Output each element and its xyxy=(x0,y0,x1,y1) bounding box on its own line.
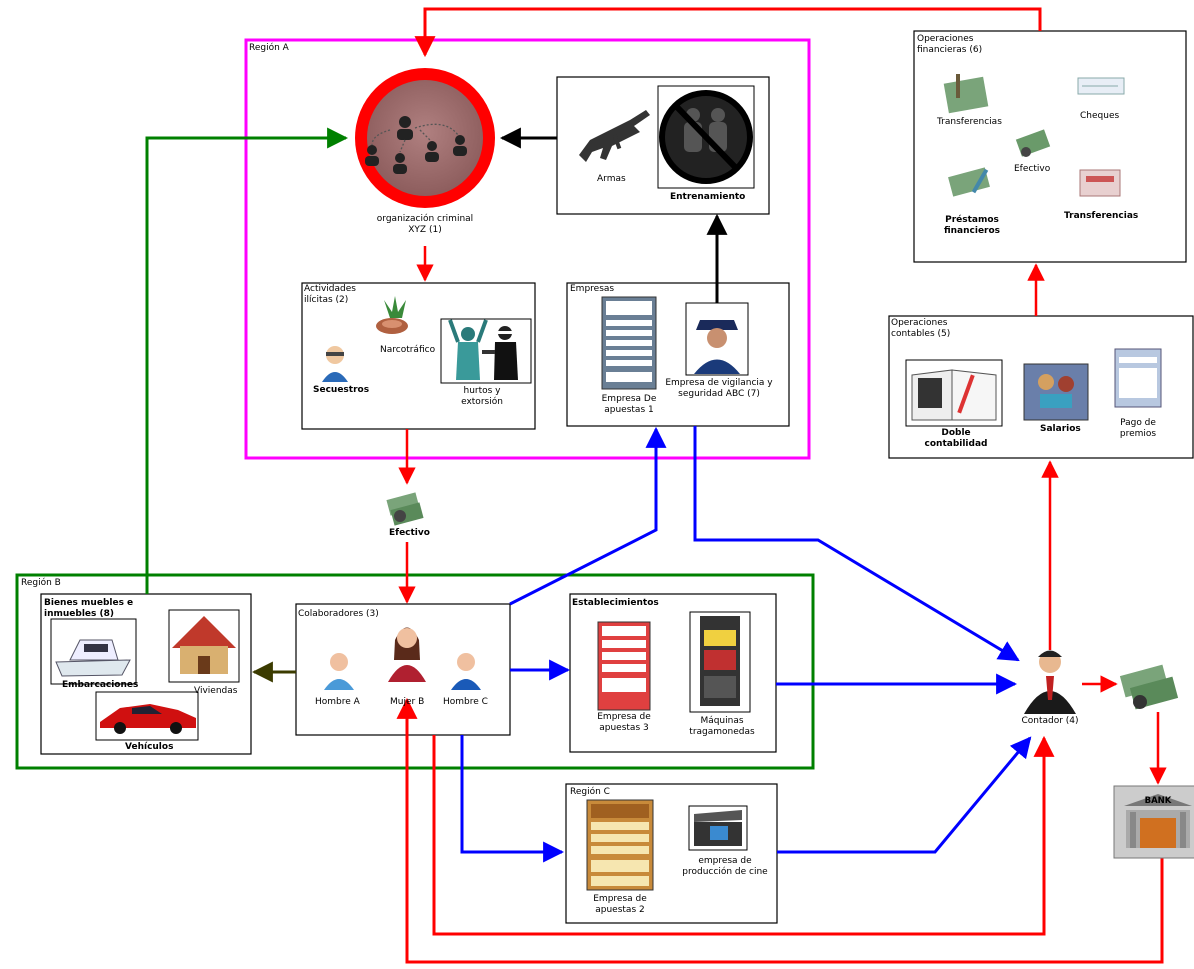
lottery-ticket-icon xyxy=(601,296,657,390)
vehiculos-label: Vehículos xyxy=(125,742,174,752)
vigilancia-label: Empresa de vigilancia y seguridad ABC (7… xyxy=(665,378,773,399)
hombre-c-label: Hombre C xyxy=(443,697,488,707)
hombre-a-label: Hombre A xyxy=(315,697,360,707)
financieras-box xyxy=(913,30,1187,263)
hurtos-label: hurtos y extorsión xyxy=(461,386,503,407)
businessman-icon xyxy=(1024,650,1076,714)
org-label: organización criminal XYZ (1) xyxy=(376,214,474,235)
contador-label: Contador (4) xyxy=(1021,716,1079,726)
apuestas2-label: Empresa de apuestas 2 xyxy=(593,894,647,915)
prestamos-label: Préstamos financieros xyxy=(943,215,1001,236)
cash-icon xyxy=(943,74,989,114)
check-icon xyxy=(1077,77,1125,95)
woman-icon xyxy=(388,627,426,682)
contables-title: Operaciones contables (5) xyxy=(891,318,951,339)
salary-icon xyxy=(1023,363,1089,421)
efectivo-label: Efectivo xyxy=(389,528,430,538)
armas-label: Armas xyxy=(597,174,626,184)
arrow-colaboradores-to-region-c xyxy=(460,735,565,863)
narcotrafico-label: Narcotráfico xyxy=(380,345,436,355)
robbery-icon xyxy=(440,318,532,384)
drug-plant-icon xyxy=(376,296,408,334)
film-clapper-icon xyxy=(688,805,748,851)
salarios-label: Salarios xyxy=(1040,424,1081,434)
establecimientos-title: Establecimientos xyxy=(572,598,659,608)
transferencias2-label: Transferencias xyxy=(1064,211,1139,221)
money-stack-icon xyxy=(386,492,424,526)
boat-icon xyxy=(50,618,137,685)
arrow-colaboradores-to-empresas xyxy=(509,426,667,606)
slot-machine-icon xyxy=(689,611,751,713)
transfer-icon xyxy=(1079,169,1121,197)
entrenamiento-label: Entrenamiento xyxy=(670,192,746,202)
actividades-title: Actividades ilícitas (2) xyxy=(304,284,356,305)
mujer-b-label: Mujer B xyxy=(390,697,425,707)
transferencias1-label: Transferencias xyxy=(937,117,1002,127)
region-c-label: Región C xyxy=(570,787,610,797)
arrow-mujer-b-to-contador xyxy=(432,735,1055,936)
lottery-ticket-icon xyxy=(586,799,654,891)
arrow-bienes-to-org xyxy=(145,127,349,594)
house-icon xyxy=(168,609,240,683)
arrow-bank-to-mujer-b xyxy=(396,697,1164,964)
cheques-label: Cheques xyxy=(1080,111,1120,121)
region-a-box xyxy=(244,38,811,460)
bienes-title: Bienes muebles e inmuebles (8) xyxy=(44,598,134,619)
secuestros-label: Secuestros xyxy=(313,385,370,395)
apuestas3-label: Empresa de apuestas 3 xyxy=(597,712,651,733)
bank-sign: BANK xyxy=(1144,796,1172,806)
region-b-label: Región B xyxy=(21,578,61,588)
efectivo-fin-label: Efectivo xyxy=(1014,164,1051,174)
arrow-region-c-to-contador xyxy=(777,736,1032,854)
pago-label: Pago de premios xyxy=(1119,418,1157,439)
financieras-title: Operaciones financieras (6) xyxy=(917,34,983,55)
region-a-label: Región A xyxy=(249,43,289,53)
arrow-financieras-to-org xyxy=(414,7,1042,58)
organization-icon xyxy=(355,68,495,208)
money-stack-icon xyxy=(1119,664,1179,710)
region-b-box xyxy=(15,573,815,770)
arrow-empresas-to-contador xyxy=(693,426,1020,662)
security-guard-icon xyxy=(685,302,749,376)
sports-car-icon xyxy=(95,691,199,741)
maquinas-label: Máquinas tragamonedas xyxy=(689,716,755,737)
empresas-title: Empresas xyxy=(570,284,615,294)
bank-icon xyxy=(1113,785,1194,859)
apuestas1-label: Empresa De apuestas 1 xyxy=(601,394,657,415)
calendar-doc-icon xyxy=(1114,348,1162,408)
man-icon xyxy=(324,653,354,690)
embarcaciones-label: Embarcaciones xyxy=(62,680,139,690)
man-icon xyxy=(451,653,481,690)
colaboradores-title: Colaboradores (3) xyxy=(298,609,379,619)
no-training-icon xyxy=(657,85,755,189)
loan-icon xyxy=(948,167,990,197)
cash-icon xyxy=(1015,129,1051,157)
kidnap-icon xyxy=(322,346,348,382)
rifle-icon xyxy=(579,110,650,162)
doble-label: Doble contabilidad xyxy=(924,428,988,449)
lottery-ticket-icon xyxy=(597,621,651,711)
cine-label: empresa de producción de cine xyxy=(682,856,768,877)
viviendas-label: Viviendas xyxy=(194,686,238,696)
ledger-icon xyxy=(905,359,1003,427)
